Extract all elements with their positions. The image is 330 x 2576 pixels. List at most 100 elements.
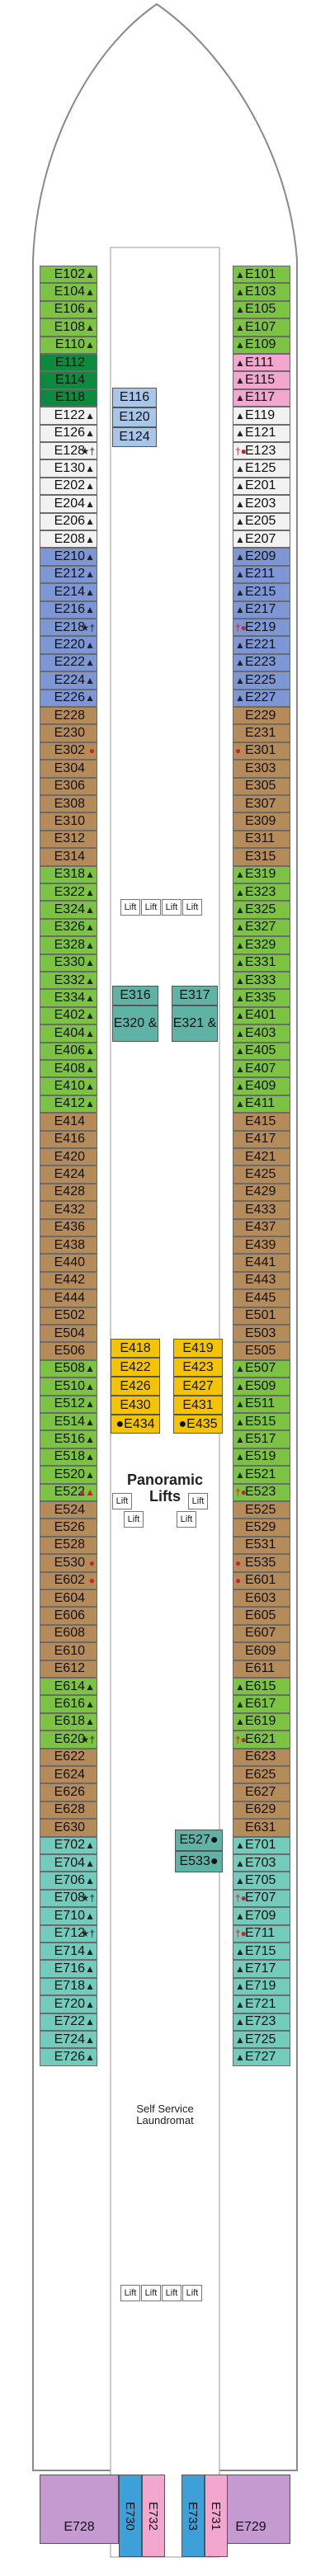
cabin-e424[interactable]: E424 <box>40 1166 97 1184</box>
cabin-e209[interactable]: E209▲ <box>233 548 290 566</box>
cabin-e510[interactable]: E510▲ <box>40 1377 97 1396</box>
cabin-e417[interactable]: E417 <box>233 1130 290 1148</box>
cabin-e606[interactable]: E606 <box>40 1607 97 1625</box>
cabin-e324[interactable]: E324▲ <box>40 901 97 919</box>
cabin-e122[interactable]: E122▲ <box>40 407 97 425</box>
cabin-e126[interactable]: E126▲ <box>40 424 97 442</box>
cabin-e223[interactable]: E223▲ <box>233 653 290 672</box>
cabin-e114[interactable]: E114 <box>40 371 97 389</box>
cabin-e530[interactable]: E530● <box>40 1554 97 1572</box>
cabin-e717[interactable]: E717▲ <box>233 1960 290 1978</box>
cabin-e505[interactable]: E505 <box>233 1342 290 1360</box>
inner-cabin-e317[interactable]: E317 <box>172 986 218 1005</box>
cabin-e522[interactable]: E522●▲ <box>40 1483 97 1501</box>
cabin-e607[interactable]: E607 <box>233 1624 290 1643</box>
cabin-e103[interactable]: E103▲ <box>233 283 290 301</box>
cabin-e312[interactable]: E312 <box>40 830 97 849</box>
cabin-e307[interactable]: E307 <box>233 795 290 813</box>
cabin-e531[interactable]: E531 <box>233 1536 290 1555</box>
cabin-e224[interactable]: E224▲ <box>40 671 97 690</box>
cabin-e732[interactable]: E732 <box>142 2475 165 2557</box>
cabin-e208[interactable]: E208▲ <box>40 530 97 549</box>
cabin-e627[interactable]: E627 <box>233 1783 290 1801</box>
inner-cabin-e431[interactable]: E431 <box>173 1396 223 1415</box>
cabin-e508[interactable]: E508▲ <box>40 1359 97 1378</box>
cabin-e507[interactable]: E507▲ <box>233 1359 290 1378</box>
cabin-e111[interactable]: E111▲ <box>233 354 290 372</box>
cabin-e715[interactable]: E715▲ <box>233 1943 290 1961</box>
cabin-e602[interactable]: E602● <box>40 1571 97 1589</box>
cabin-e323[interactable]: E323▲ <box>233 883 290 902</box>
cabin-e119[interactable]: E119▲ <box>233 407 290 425</box>
cabin-e411[interactable]: E411▲ <box>233 1095 290 1114</box>
cabin-e311[interactable]: E311 <box>233 830 290 849</box>
cabin-e727[interactable]: E727▲ <box>233 2048 290 2066</box>
cabin-e414[interactable]: E414 <box>40 1113 97 1131</box>
cabin-e302[interactable]: E302● <box>40 742 97 761</box>
cabin-e706[interactable]: E706▲ <box>40 1872 97 1890</box>
cabin-e701[interactable]: E701▲ <box>233 1836 290 1854</box>
inner-cabin-e435[interactable]: ●E435 <box>173 1415 223 1434</box>
cabin-e620[interactable]: E620★† <box>40 1731 97 1749</box>
cabin-e218[interactable]: E218★† <box>40 619 97 637</box>
cabin-e730[interactable]: E730 <box>119 2475 142 2557</box>
cabin-e406[interactable]: E406▲ <box>40 1042 97 1060</box>
cabin-e216[interactable]: E216▲ <box>40 600 97 619</box>
cabin-e535[interactable]: E535● <box>233 1554 290 1572</box>
cabin-e516[interactable]: E516▲ <box>40 1430 97 1448</box>
cabin-e319[interactable]: E319▲ <box>233 865 290 883</box>
cabin-e303[interactable]: E303 <box>233 760 290 778</box>
cabin-e226[interactable]: E226▲ <box>40 689 97 707</box>
inner-cabin-e418[interactable]: E418 <box>111 1339 160 1358</box>
cabin-e443[interactable]: E443 <box>233 1271 290 1290</box>
cabin-e703[interactable]: E703▲ <box>233 1854 290 1872</box>
cabin-e726[interactable]: E726▲ <box>40 2048 97 2066</box>
cabin-e201[interactable]: E201▲ <box>233 477 290 496</box>
cabin-e612[interactable]: E612 <box>40 1660 97 1678</box>
inner-cabin-e434[interactable]: ●E434 <box>111 1415 160 1434</box>
inner-cabin-e321[interactable]: E321 & <box>172 1005 218 1042</box>
cabin-e104[interactable]: E104▲ <box>40 283 97 301</box>
cabin-e718[interactable]: E718▲ <box>40 1977 97 1996</box>
cabin-e118[interactable]: E118 <box>40 389 97 407</box>
cabin-e714[interactable]: E714▲ <box>40 1943 97 1961</box>
cabin-e437[interactable]: E437 <box>233 1218 290 1236</box>
cabin-e107[interactable]: E107▲ <box>233 318 290 337</box>
cabin-e425[interactable]: E425 <box>233 1166 290 1184</box>
cabin-e722[interactable]: E722▲ <box>40 2013 97 2031</box>
cabin-e403[interactable]: E403▲ <box>233 1024 290 1043</box>
cabin-e433[interactable]: E433 <box>233 1201 290 1219</box>
cabin-e721[interactable]: E721▲ <box>233 1995 290 2013</box>
inner-cabin-e124[interactable]: E124 <box>112 427 157 447</box>
cabin-e439[interactable]: E439 <box>233 1236 290 1255</box>
cabin-e626[interactable]: E626 <box>40 1783 97 1801</box>
cabin-e629[interactable]: E629 <box>233 1801 290 1820</box>
cabin-e623[interactable]: E623 <box>233 1748 290 1766</box>
cabin-e712[interactable]: E712★† <box>40 1924 97 1943</box>
cabin-e106[interactable]: E106▲ <box>40 300 97 319</box>
cabin-e318[interactable]: E318▲ <box>40 865 97 883</box>
cabin-e709[interactable]: E709▲ <box>233 1907 290 1925</box>
cabin-e220[interactable]: E220▲ <box>40 636 97 654</box>
cabin-e409[interactable]: E409▲ <box>233 1077 290 1095</box>
cabin-e519[interactable]: E519▲ <box>233 1448 290 1467</box>
cabin-e211[interactable]: E211▲ <box>233 565 290 584</box>
cabin-e611[interactable]: E611 <box>233 1660 290 1678</box>
cabin-e506[interactable]: E506 <box>40 1342 97 1360</box>
cabin-e514[interactable]: E514▲ <box>40 1413 97 1431</box>
cabin-e512[interactable]: E512▲ <box>40 1395 97 1413</box>
cabin-e523[interactable]: E523†● <box>233 1483 290 1501</box>
cabin-e624[interactable]: E624 <box>40 1766 97 1784</box>
cabin-e628[interactable]: E628 <box>40 1801 97 1820</box>
cabin-e125[interactable]: E125▲ <box>233 459 290 478</box>
cabin-e621[interactable]: E621†● <box>233 1731 290 1749</box>
cabin-e123[interactable]: E123†● <box>233 442 290 460</box>
cabin-e509[interactable]: E509▲ <box>233 1377 290 1396</box>
cabin-e210[interactable]: E210▲ <box>40 548 97 566</box>
cabin-e440[interactable]: E440 <box>40 1254 97 1272</box>
cabin-e416[interactable]: E416 <box>40 1130 97 1148</box>
cabin-e526[interactable]: E526 <box>40 1519 97 1537</box>
cabin-e404[interactable]: E404▲ <box>40 1024 97 1043</box>
cabin-e705[interactable]: E705▲ <box>233 1872 290 1890</box>
cabin-e217[interactable]: E217▲ <box>233 600 290 619</box>
